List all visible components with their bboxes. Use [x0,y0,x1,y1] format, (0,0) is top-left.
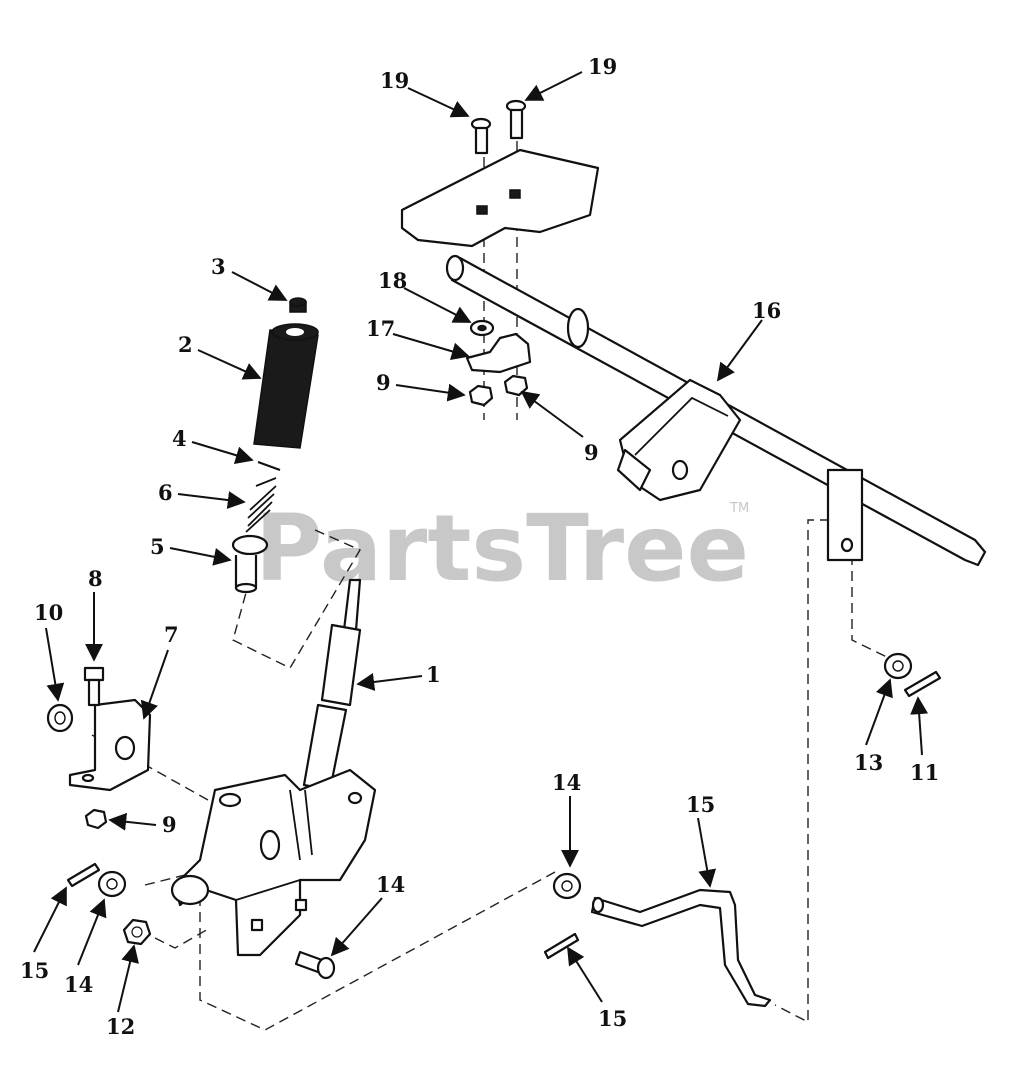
cap-3 [289,297,307,313]
callout-label: 1 [426,662,441,687]
nut-12 [122,918,152,946]
lever-bracket [170,768,377,957]
bolt-11 [294,950,336,980]
callout-label: 9 [162,812,177,837]
callout-label: 12 [106,1014,135,1039]
callout-label: 9 [584,440,599,465]
callout-label: 8 [88,566,103,591]
cross-shaft-16 [445,254,987,567]
callout-label: 16 [752,298,781,323]
washer-14-middle [552,872,582,900]
carriage-bolt-19-right [505,99,527,140]
callout-label: 15 [686,792,715,817]
nut-9-upper-left [468,384,494,407]
callout-label: 10 [34,600,63,625]
callout-label: 14 [376,872,405,897]
nut-9-upper-right [503,374,529,397]
callout-label: 3 [211,254,226,279]
washer-14-right [883,652,913,680]
callout-label: 6 [158,480,173,505]
callout-label: 14 [552,770,581,795]
callout-label: 5 [150,534,165,559]
cotter-pin-15-right [903,670,942,698]
callout-label: 11 [910,760,939,785]
callout-label: 9 [376,370,391,395]
lock-washer-10 [46,703,74,733]
bolt-8 [83,666,105,707]
callout-arrows [33,71,929,1013]
callout-label: 14 [64,972,93,997]
angle-bracket-7 [68,698,152,792]
grip-2 [253,323,319,449]
nut-9-lower [84,808,108,830]
callout-label: 17 [366,316,395,341]
callout-label: 15 [598,1006,627,1031]
pin-4 [257,460,281,472]
clamp-17 [465,332,532,374]
callout-label: 7 [164,622,179,647]
mounting-plate [400,148,600,248]
callout-label: 2 [178,332,193,357]
washer-14-left [97,870,127,898]
washer-18 [469,319,495,337]
watermark-text: PartsTree [255,495,749,602]
spring-6 [245,477,277,533]
link-rod-13 [590,888,772,1008]
callout-labels: 19 19 3 2 18 17 16 9 9 4 6 5 8 10 7 1 9 … [20,54,939,1039]
cotter-pin-15-left [66,862,101,888]
control-lever-1 [302,578,362,792]
callout-label: 4 [172,426,187,451]
callout-label: 19 [588,54,617,79]
callout-label: 13 [854,750,883,775]
callout-label: 19 [380,68,409,93]
watermark-trademark: TM [729,501,749,516]
callout-label: 15 [20,958,49,983]
callout-label: 18 [378,268,407,293]
bushing-5 [231,534,269,594]
carriage-bolt-19-left [470,117,492,155]
cotter-pin-15-middle [543,932,580,960]
